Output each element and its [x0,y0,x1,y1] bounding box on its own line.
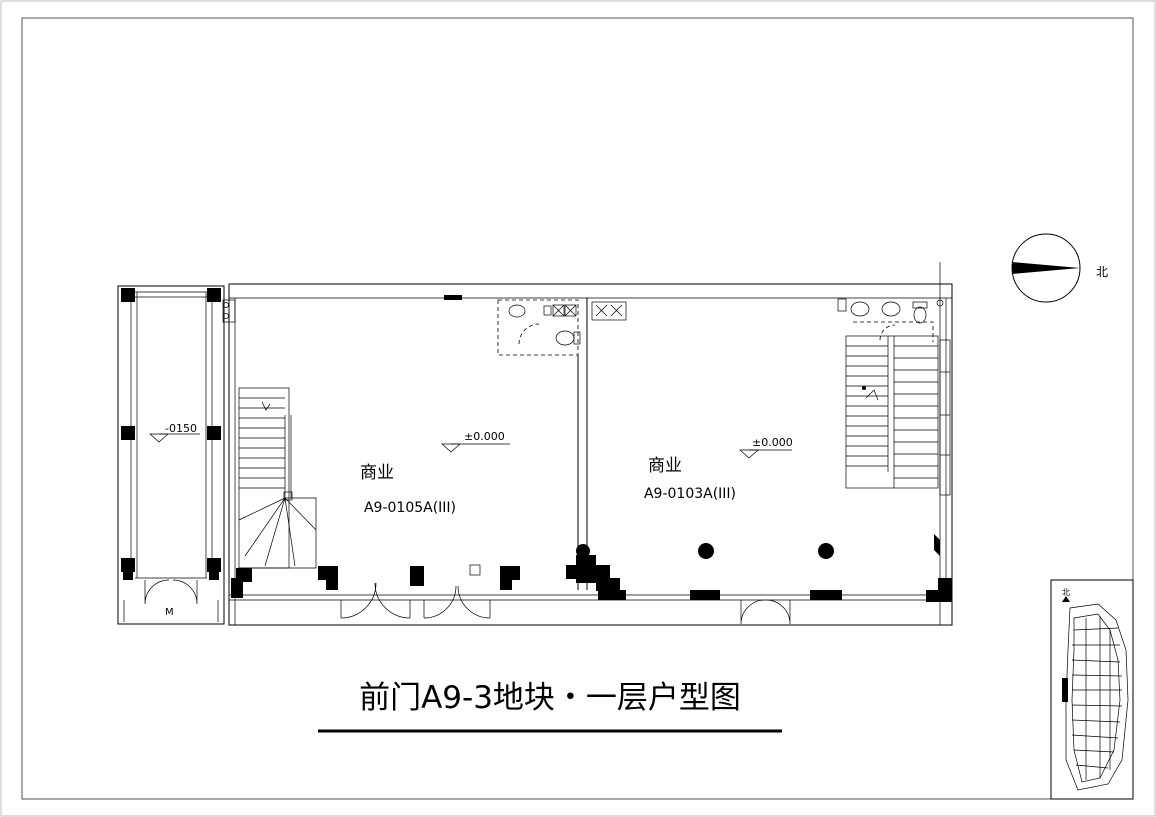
unit-left-code: A9-0105A(III) [364,500,456,516]
unit-right-use: 商业 [648,456,682,476]
vestibule-elevation-mark [149,433,200,443]
unit-right-elevation: ±0.000 [752,436,793,449]
vestibule-elevation: -0150 [165,422,197,435]
left-toilet [497,299,627,356]
drawing-title: 前门A9-3地块・一层户型图 [359,680,741,716]
door-label: M [165,607,174,618]
vestibule [117,285,225,625]
north-arrow [1011,233,1081,303]
north-label: 北 [1096,265,1108,279]
sheet-frame [21,17,1134,800]
right-toilet [837,298,944,342]
unit-left-elevation: ±0.000 [464,430,505,443]
unit-right-code: A9-0103A(III) [644,486,736,502]
facade [231,543,952,625]
right-stair [845,335,951,556]
unit-left-elevation-mark [441,443,510,453]
left-stair [238,387,317,569]
unit-left-use: 商业 [360,463,394,483]
keymap-north-label: 北 [1062,588,1070,597]
unit-right-elevation-mark [739,449,792,459]
key-map [1050,579,1134,800]
